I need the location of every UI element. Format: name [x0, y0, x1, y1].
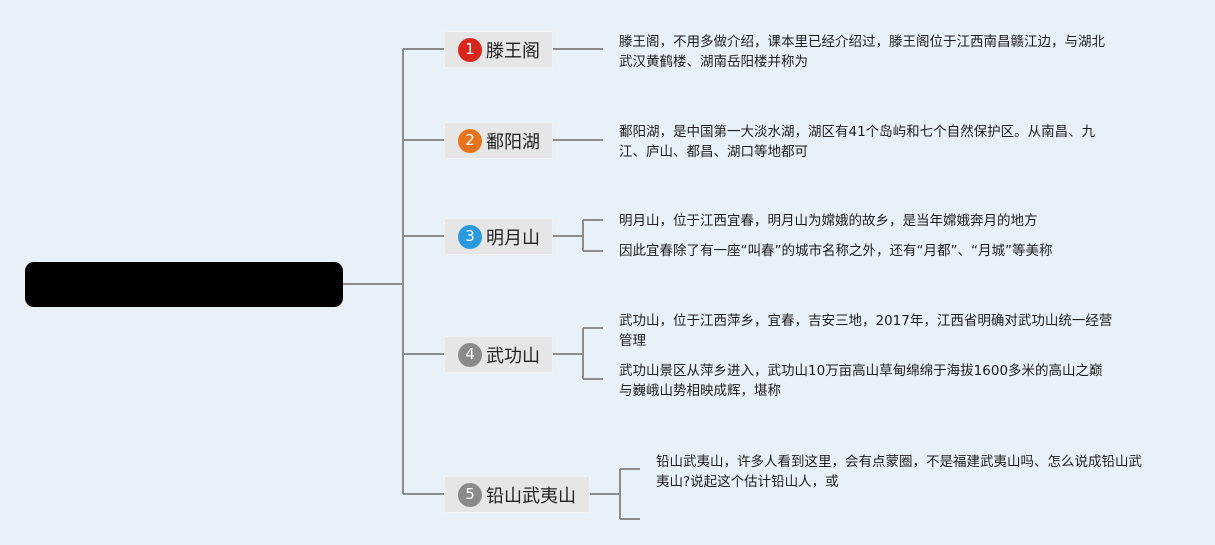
- number-4-icon: 4: [458, 342, 482, 367]
- number-3-icon: 3: [458, 224, 482, 249]
- topic-label: 滕王阁: [486, 40, 540, 62]
- connector-note-5: [590, 468, 640, 520]
- number-5-icon: 5: [458, 482, 482, 507]
- topic-tengwangge[interactable]: 1 滕王阁: [444, 31, 553, 68]
- topic-yanshan-wuyi-mountain[interactable]: 5 铅山武夷山: [444, 476, 590, 513]
- note-wugong-2: 武功山景区从萍乡进入，武功山10万亩高山草甸绵绵于海拔1600多米的高山之巅与巍…: [619, 363, 1103, 399]
- topic-label: 鄱阳湖: [486, 131, 540, 153]
- root-topic[interactable]: [25, 262, 343, 307]
- topic-wugong-mountain[interactable]: 4 武功山: [444, 336, 553, 373]
- topic-mingyue-mountain[interactable]: 3 明月山: [444, 218, 553, 255]
- topic-poyang-lake[interactable]: 2 鄱阳湖: [444, 122, 553, 159]
- note-yanshan-wuyi-1: 铅山武夷山，许多人看到这里，会有点蒙圈，不是福建武夷山吗、怎么说成铅山武夷山?说…: [656, 454, 1142, 490]
- topic-label: 明月山: [486, 227, 540, 249]
- number-1-icon: 1: [458, 37, 482, 62]
- note-mingyue-1: 明月山，位于江西宜春，明月山为嫦娥的故乡，是当年嫦娥奔月的地方: [619, 213, 1038, 229]
- number-2-icon: 2: [458, 128, 482, 153]
- connector-note-4: [553, 327, 603, 380]
- note-poyang-lake: 鄱阳湖，是中国第一大淡水湖，湖区有41个岛屿和七个自然保护区。从南昌、九江、庐山…: [619, 124, 1096, 160]
- topic-label: 铅山武夷山: [486, 485, 576, 507]
- topic-label: 武功山: [486, 345, 540, 367]
- note-tengwangge: 滕王阁，不用多做介绍，课本里已经介绍过，滕王阁位于江西南昌赣江边，与湖北武汉黄鹤…: [619, 34, 1105, 70]
- note-mingyue-2: 因此宜春除了有一座“叫春”的城市名称之外，还有“月都”、“月城”等美称: [619, 243, 1053, 259]
- note-wugong-1: 武功山，位于江西萍乡，宜春，吉安三地，2017年，江西省明确对武功山统一经营管理: [619, 313, 1113, 349]
- connector-note-3: [553, 219, 603, 252]
